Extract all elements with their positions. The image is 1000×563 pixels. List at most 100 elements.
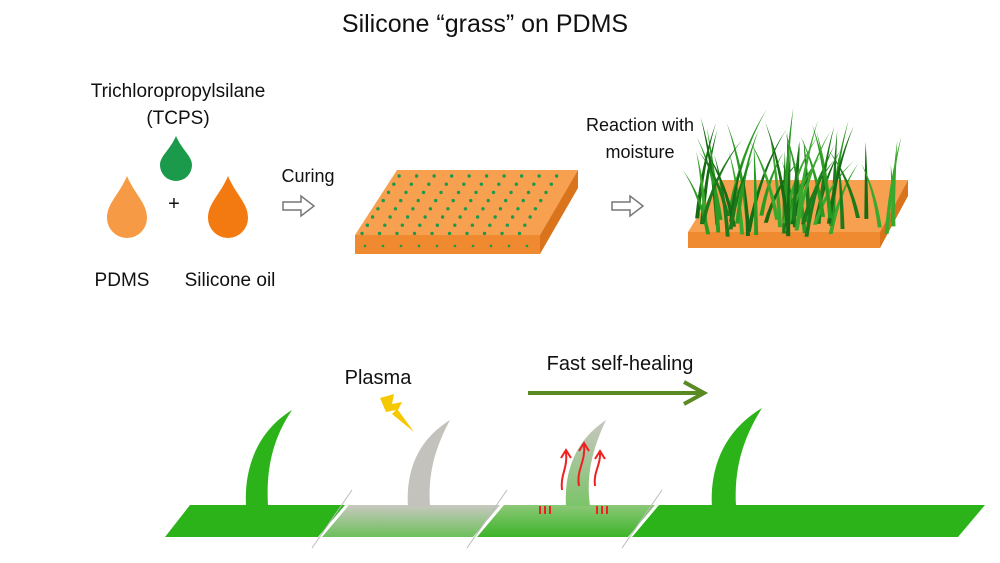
tcps-dot — [386, 190, 391, 195]
tcps-dot — [463, 207, 468, 211]
tcps-dot — [488, 223, 492, 227]
tcps-dot — [392, 182, 396, 186]
tcps-dot — [428, 207, 433, 211]
tcps-dot — [544, 190, 548, 195]
tcps-dot — [393, 207, 398, 211]
grass-blade — [729, 160, 744, 222]
tcps-dot — [516, 207, 520, 211]
tcps-dot — [507, 244, 511, 248]
tcps-dot — [365, 223, 370, 227]
tcps-dot — [434, 198, 438, 203]
grass-blade — [749, 140, 780, 220]
tcps-dot — [528, 215, 532, 219]
tcps-dots — [360, 174, 559, 248]
grass-blade — [695, 123, 716, 219]
tcps-dot — [469, 198, 473, 203]
curing-arrow-icon — [282, 194, 316, 218]
tcps-dot — [500, 231, 504, 236]
pdms-droplet-icon — [107, 176, 147, 238]
tcps-dot — [462, 182, 466, 186]
silicone-oil-droplet-icon — [208, 176, 248, 238]
grass-blade — [826, 126, 854, 224]
tcps-dot — [381, 244, 385, 248]
tcps-dot — [435, 244, 439, 248]
grass-blade — [700, 139, 743, 224]
tcps-dot — [397, 174, 401, 178]
healing-label: Fast self-healing — [547, 353, 694, 375]
tcps-dot — [399, 244, 403, 248]
tcps-dot — [377, 231, 382, 236]
tcps-dot — [453, 223, 457, 227]
grass-blades — [682, 108, 902, 237]
segment-healed — [632, 505, 985, 537]
silicone-oil-label: Silicone oil — [185, 270, 276, 291]
tcps-dot — [539, 198, 543, 203]
tcps-dot — [484, 174, 489, 178]
grass-blade — [864, 141, 869, 219]
tcps-dot — [418, 223, 422, 227]
tcps-dot — [509, 190, 513, 195]
segment-healing — [477, 505, 655, 537]
plasma-label: Plasma — [345, 367, 413, 389]
tcps-dot — [399, 198, 403, 203]
tcps-dot — [449, 174, 454, 178]
plasma-lightning-icon — [380, 394, 414, 432]
grass-blade — [813, 160, 855, 225]
tcps-dot — [458, 215, 462, 219]
tcps-dot — [479, 182, 484, 186]
segment-intact — [165, 505, 345, 537]
tcps-dot — [491, 190, 496, 195]
tcps-dot — [432, 174, 436, 178]
healing-migration-arrows — [539, 441, 608, 514]
tcps-label: Trichloropropylsilane — [91, 81, 266, 102]
grass-blade — [743, 175, 751, 237]
tcps-dot — [440, 215, 445, 219]
grass-blade — [861, 163, 882, 228]
tcps-dot — [447, 231, 452, 236]
tcps-dot — [474, 190, 478, 195]
tcps-dot — [456, 190, 461, 195]
grass-blade — [800, 136, 826, 217]
grass-blade — [795, 120, 818, 225]
grass-blade — [782, 108, 794, 217]
reaction-label-moisture: moisture — [605, 142, 674, 162]
grass-blade-damaged — [407, 420, 450, 506]
tcps-dot — [510, 215, 515, 219]
tcps-dot — [525, 244, 529, 248]
tcps-dot — [465, 231, 469, 236]
tcps-dot — [523, 223, 527, 227]
tcps-abbrev-label: (TCPS) — [146, 108, 209, 129]
reaction-arrow-icon — [611, 194, 645, 218]
tcps-dot — [470, 223, 475, 227]
grass-blade — [763, 158, 801, 223]
diagram-title: Silicone “grass” on PDMS — [342, 10, 628, 38]
tcps-dot — [453, 244, 457, 248]
tcps-dot — [505, 223, 510, 227]
tcps-dot — [533, 207, 538, 211]
tcps-dot — [383, 223, 387, 227]
tcps-dot — [514, 182, 519, 186]
grass-blade — [890, 164, 896, 227]
tcps-dot — [526, 190, 531, 195]
tcps-dot — [446, 207, 450, 211]
tcps-dot — [504, 198, 508, 203]
tcps-dot — [376, 207, 380, 211]
tcps-dot — [482, 231, 487, 236]
tcps-dot — [497, 182, 501, 186]
grass-blade-healed — [711, 408, 762, 506]
pdms-label: PDMS — [95, 270, 150, 291]
grass-blade — [728, 157, 753, 230]
tcps-dot — [421, 190, 426, 195]
tcps-dot — [532, 182, 536, 186]
tcps-dot — [517, 231, 522, 236]
tcps-dot — [486, 198, 490, 203]
cured-pdms-slab — [355, 170, 578, 254]
tcps-dot — [381, 198, 385, 203]
tcps-dot — [502, 174, 506, 178]
tcps-droplet-icon — [160, 136, 192, 181]
grass-cross-section — [165, 408, 985, 549]
tcps-dot — [412, 231, 417, 236]
tcps-dot — [360, 231, 364, 236]
plus-sign: + — [168, 193, 180, 215]
